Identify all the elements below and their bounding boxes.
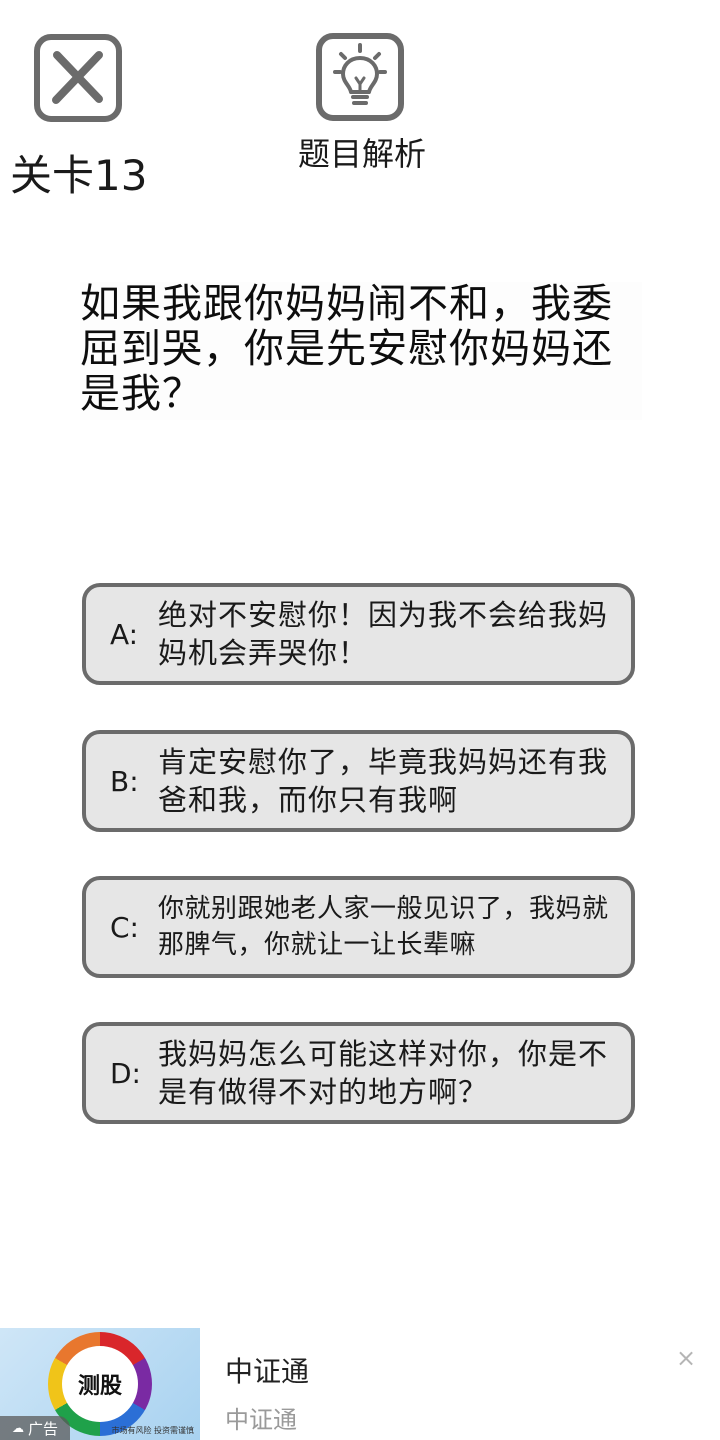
lightbulb-icon: [316, 33, 404, 121]
option-text: 我妈妈怎么可能这样对你，你是不是有做得不对的地方啊？: [158, 1037, 609, 1109]
level-label: 关卡13: [10, 151, 148, 200]
option-a-button[interactable]: A: 绝对不安慰你！因为我不会给我妈妈机会弄哭你！: [82, 583, 635, 685]
ad-title[interactable]: 中证通: [225, 1355, 310, 1388]
question-text: 如果我跟你妈妈闹不和，我委屈到哭，你是先安慰你妈妈还是我？: [80, 281, 613, 417]
close-icon[interactable]: ×: [675, 1344, 697, 1372]
cloud-icon: ☁: [11, 1421, 24, 1435]
option-d-button[interactable]: D: 我妈妈怎么可能这样对你，你是不是有做得不对的地方啊？: [82, 1022, 635, 1124]
hint-label: 题目解析: [297, 135, 426, 173]
option-letter: D:: [110, 1056, 141, 1090]
option-c-button[interactable]: C: 你就别跟她老人家一般见识了，我妈就那脾气，你就让一让长辈嘛: [82, 876, 635, 978]
ad-fine-print: 市场有风险 投资需谨慎: [111, 1426, 194, 1435]
ad-banner[interactable]: 测股 ☁ 广告 市场有风险 投资需谨慎 中证通 中证通 ×: [0, 1328, 720, 1440]
ad-tag-label: 广告: [27, 1419, 58, 1438]
ad-subtitle: 中证通: [225, 1406, 297, 1434]
ad-image[interactable]: 测股 ☁ 广告 市场有风险 投资需谨慎: [0, 1328, 200, 1440]
ad-logo-text: 测股: [62, 1346, 138, 1422]
question-box: 如果我跟你妈妈闹不和，我委屈到哭，你是先安慰你妈妈还是我？: [80, 282, 642, 420]
option-letter: C:: [110, 910, 139, 944]
option-letter: B:: [110, 764, 139, 798]
close-x-icon: [34, 34, 122, 122]
hint-button[interactable]: [315, 32, 405, 122]
option-letter: A:: [110, 617, 139, 651]
close-button[interactable]: [33, 33, 123, 123]
ad-tag: ☁ 广告: [0, 1416, 70, 1440]
option-b-button[interactable]: B: 肯定安慰你了，毕竟我妈妈还有我爸和我，而你只有我啊: [82, 730, 635, 832]
option-text: 你就别跟她老人家一般见识了，我妈就那脾气，你就让一让长辈嘛: [158, 894, 609, 960]
option-text: 绝对不安慰你！因为我不会给我妈妈机会弄哭你！: [158, 598, 609, 670]
ad-logo-ring: 测股: [48, 1332, 152, 1436]
option-text: 肯定安慰你了，毕竟我妈妈还有我爸和我，而你只有我啊: [158, 745, 609, 817]
